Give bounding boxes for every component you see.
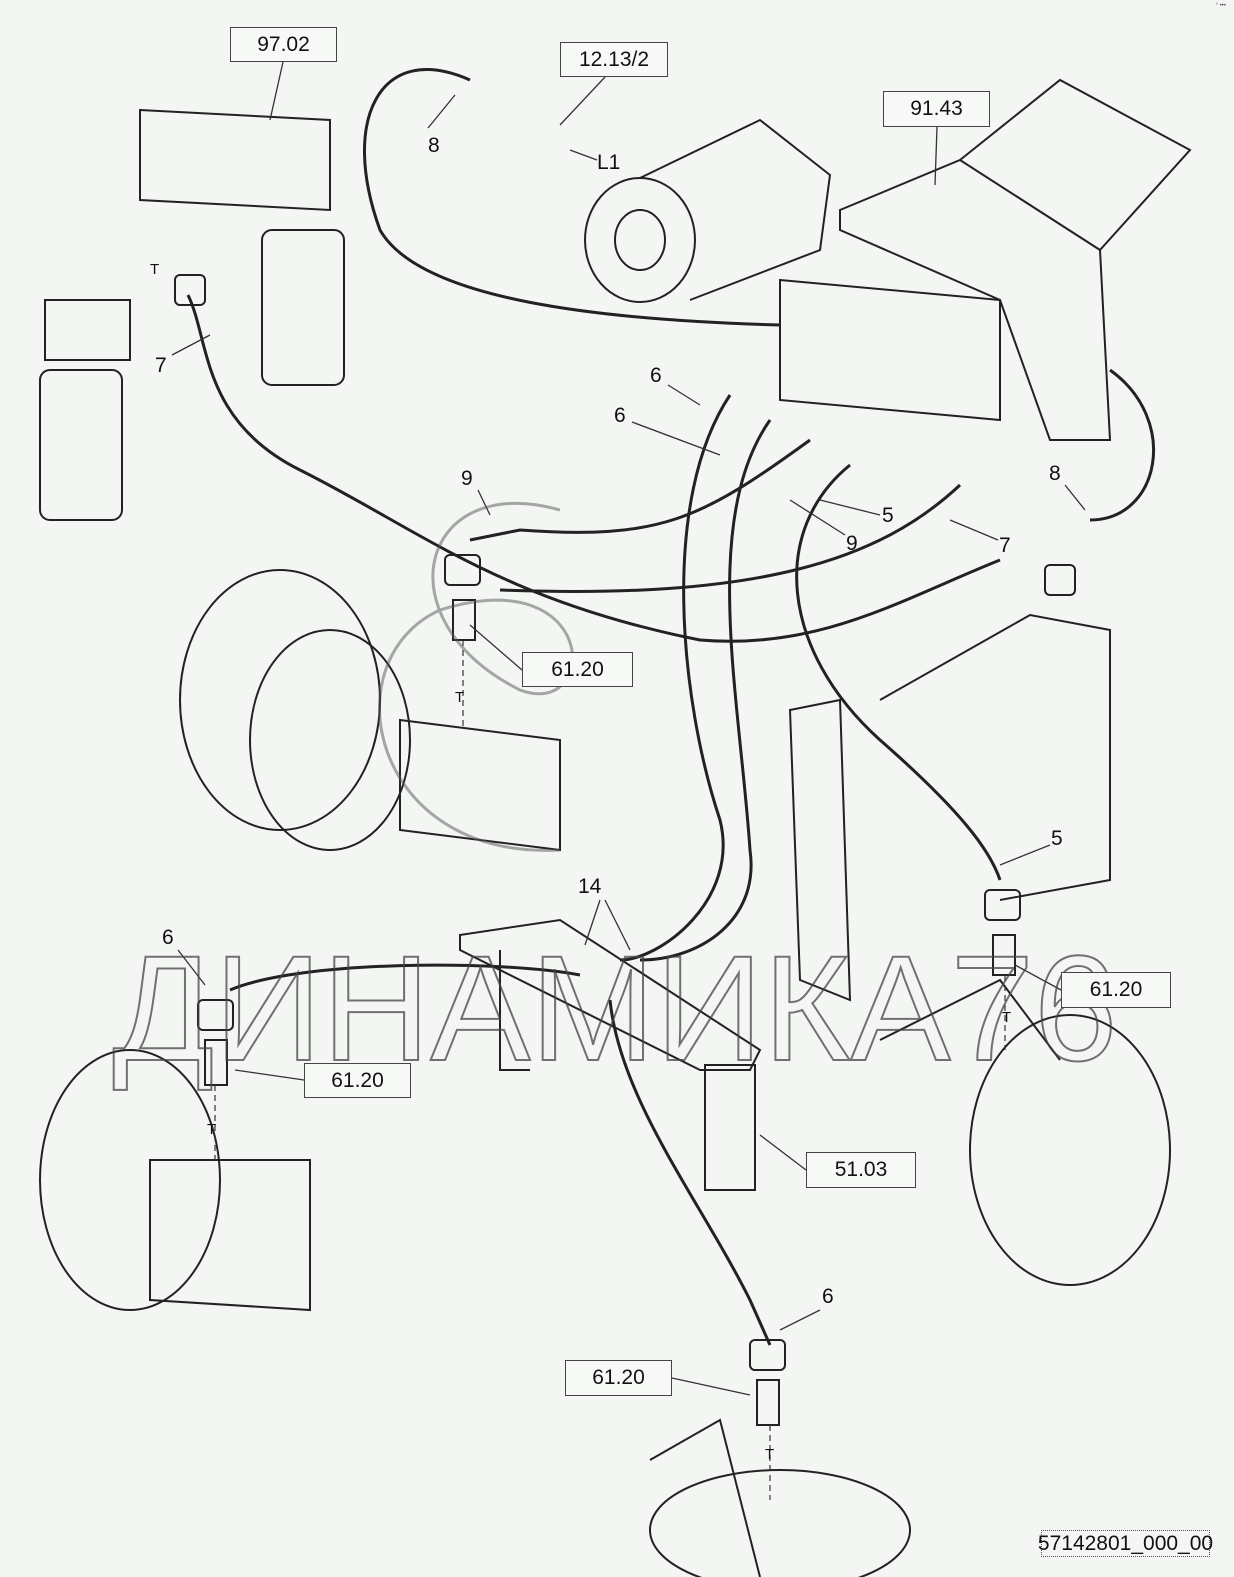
- corner-mark: ° •••: [1215, 3, 1226, 9]
- callout-t: T: [1002, 1009, 1012, 1026]
- hydraulic-motor: [584, 118, 832, 303]
- ref-97-02: 97.02: [230, 27, 337, 62]
- callout-14: 14: [578, 875, 602, 898]
- filter-assembly: [39, 108, 345, 521]
- clamp-bracket: [459, 918, 762, 1191]
- callout-6: 6: [822, 1285, 834, 1308]
- watermark: ДИНАМИКА76: [112, 502, 1118, 1093]
- ref-61-20-b: 61.20: [1061, 972, 1171, 1008]
- drawing-id: 57142801_000_00: [1038, 1530, 1213, 1557]
- hoses: [186, 68, 1155, 1346]
- callout-8: 8: [1049, 462, 1061, 485]
- callout-5: 5: [1051, 827, 1063, 850]
- callout-t: T: [150, 261, 160, 278]
- centerlines: [214, 640, 1006, 1500]
- callout-6: 6: [650, 364, 662, 387]
- wheel-drives: [39, 569, 1171, 1577]
- callout-9: 9: [461, 467, 473, 490]
- control-valve: [779, 78, 1192, 441]
- ref-91-43: 91.43: [883, 91, 990, 127]
- callout-l1: L1: [597, 151, 621, 174]
- ref-61-20-d: 61.20: [565, 1360, 672, 1396]
- callout-7: 7: [999, 534, 1011, 557]
- callout-t: T: [765, 1446, 775, 1463]
- callout-6: 6: [614, 404, 626, 427]
- fittings: [174, 274, 1076, 1426]
- hydraulic-tank: [788, 613, 1111, 1002]
- callout-7: 7: [155, 354, 167, 377]
- leader-lines: [171, 61, 1086, 1396]
- callout-8: 8: [428, 134, 440, 157]
- ref-61-20-a: 61.20: [522, 652, 633, 687]
- ref-51-03: 51.03: [806, 1152, 916, 1188]
- callout-6: 6: [162, 926, 174, 949]
- callout-9: 9: [846, 532, 858, 555]
- callout-t: T: [455, 689, 465, 706]
- watermark-text: ДИНАМИКА76: [113, 924, 1118, 1092]
- ref-12-13-2: 12.13/2: [560, 42, 668, 77]
- ref-61-20-c: 61.20: [304, 1063, 411, 1098]
- callout-t: T: [207, 1121, 217, 1138]
- callout-5: 5: [882, 504, 894, 527]
